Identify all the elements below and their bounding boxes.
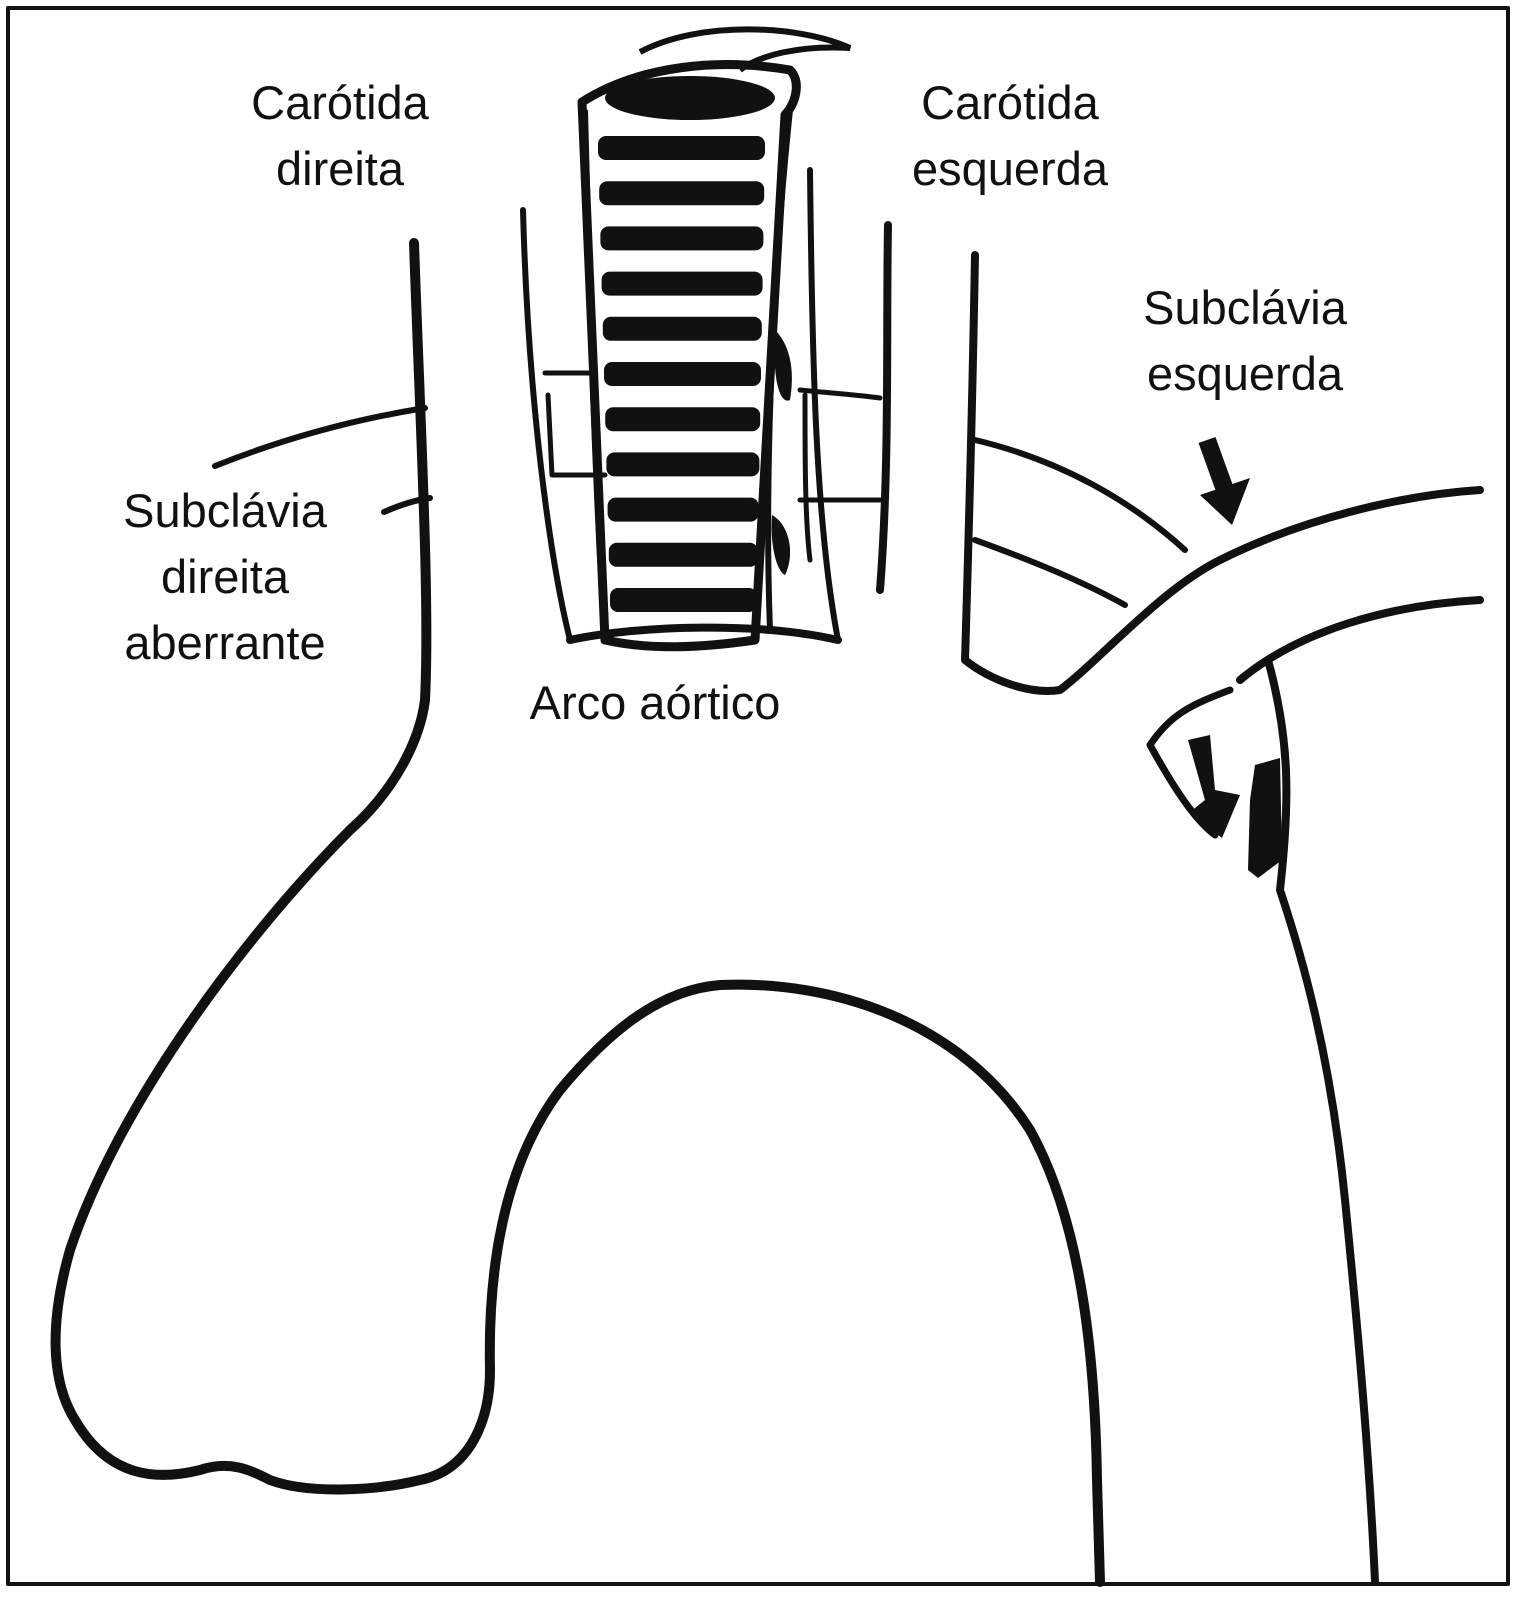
- label-left-subclavian-line2: esquerda: [1147, 347, 1343, 400]
- label-left-carotid-line2: esquerda: [912, 142, 1108, 195]
- esophagus-right-bottom: [802, 392, 813, 563]
- arrow-shaft: [1198, 436, 1234, 494]
- trachea-front-edge: [582, 109, 608, 641]
- label-left-subclavian-line1: Subclávia: [1143, 281, 1347, 334]
- left-subclavian-arrow: [1198, 436, 1250, 525]
- descending-aorta: [1264, 656, 1379, 1586]
- label-aberrant-right-subclavian-line1: Subclávia: [123, 484, 327, 537]
- label-right-carotid-line1: Carótida: [251, 76, 429, 129]
- nerve-marks: [1188, 735, 1282, 878]
- trachea-ring: [606, 452, 760, 477]
- trachea-ring: [598, 136, 765, 160]
- trachea-ring: [605, 407, 761, 432]
- label-aberrant-right-subclavian-line2: direita: [160, 550, 289, 603]
- shadow-mark-lower: [771, 515, 791, 575]
- nerve-mark-left: [1188, 735, 1240, 838]
- label-aortic-arch-text: Arco aórtico: [529, 676, 781, 729]
- label-aortic-arch: Arco aórtico: [490, 670, 820, 736]
- trachea-back-edge: [765, 109, 793, 631]
- esophagus-left-mid: [545, 392, 608, 478]
- label-left-subclavian: Subclávia esquerda: [1110, 275, 1380, 407]
- trachea-ring: [604, 362, 761, 386]
- aorta-outer-left: [50, 238, 1105, 1587]
- trachea-opening: [605, 76, 775, 120]
- trachea-ring: [600, 226, 764, 251]
- right-carotid-inner: [520, 207, 573, 643]
- trachea-ring: [601, 271, 763, 296]
- esophagus-right-top: [797, 387, 883, 401]
- label-right-carotid-line2: direita: [275, 142, 404, 195]
- arrow-head: [1200, 478, 1250, 525]
- arch-top: [566, 623, 842, 644]
- trachea-ring: [607, 497, 759, 522]
- label-aberrant-right-subclavian-line3: aberrante: [124, 616, 326, 669]
- trachea-ring: [599, 181, 765, 206]
- aberrant-right-subclavian-lower: [381, 495, 433, 515]
- esophagus-left-arc-a: [972, 437, 1188, 553]
- shadow-mark-upper: [774, 330, 792, 401]
- esophagus-left-arc-b: [972, 537, 1128, 608]
- nerve-mark-right: [1248, 758, 1282, 878]
- label-aberrant-right-subclavian: Subclávia direita aberrante: [85, 478, 365, 676]
- trachea-tube: [577, 60, 801, 652]
- label-left-carotid-line1: Carótida: [921, 76, 1099, 129]
- trachea-top-curl: [638, 26, 852, 73]
- figure-border: [6, 6, 1510, 1586]
- left-carotid-right-edge: [807, 167, 841, 643]
- left-subclavian-lower: [1236, 596, 1484, 684]
- trachea-ring: [608, 542, 758, 567]
- ligament: [1146, 686, 1234, 839]
- left-carotid-outer: [876, 221, 892, 594]
- label-right-carotid: Carótida direita: [215, 70, 465, 202]
- trachea: [577, 26, 852, 652]
- trachea-ring: [602, 316, 762, 341]
- trachea-ring: [610, 588, 757, 612]
- aberrant-right-subclavian-upper: [212, 405, 428, 469]
- trachea-rings: [598, 136, 765, 612]
- left-subclavian-trunk: [961, 251, 1484, 695]
- label-left-carotid: Carótida esquerda: [870, 70, 1150, 202]
